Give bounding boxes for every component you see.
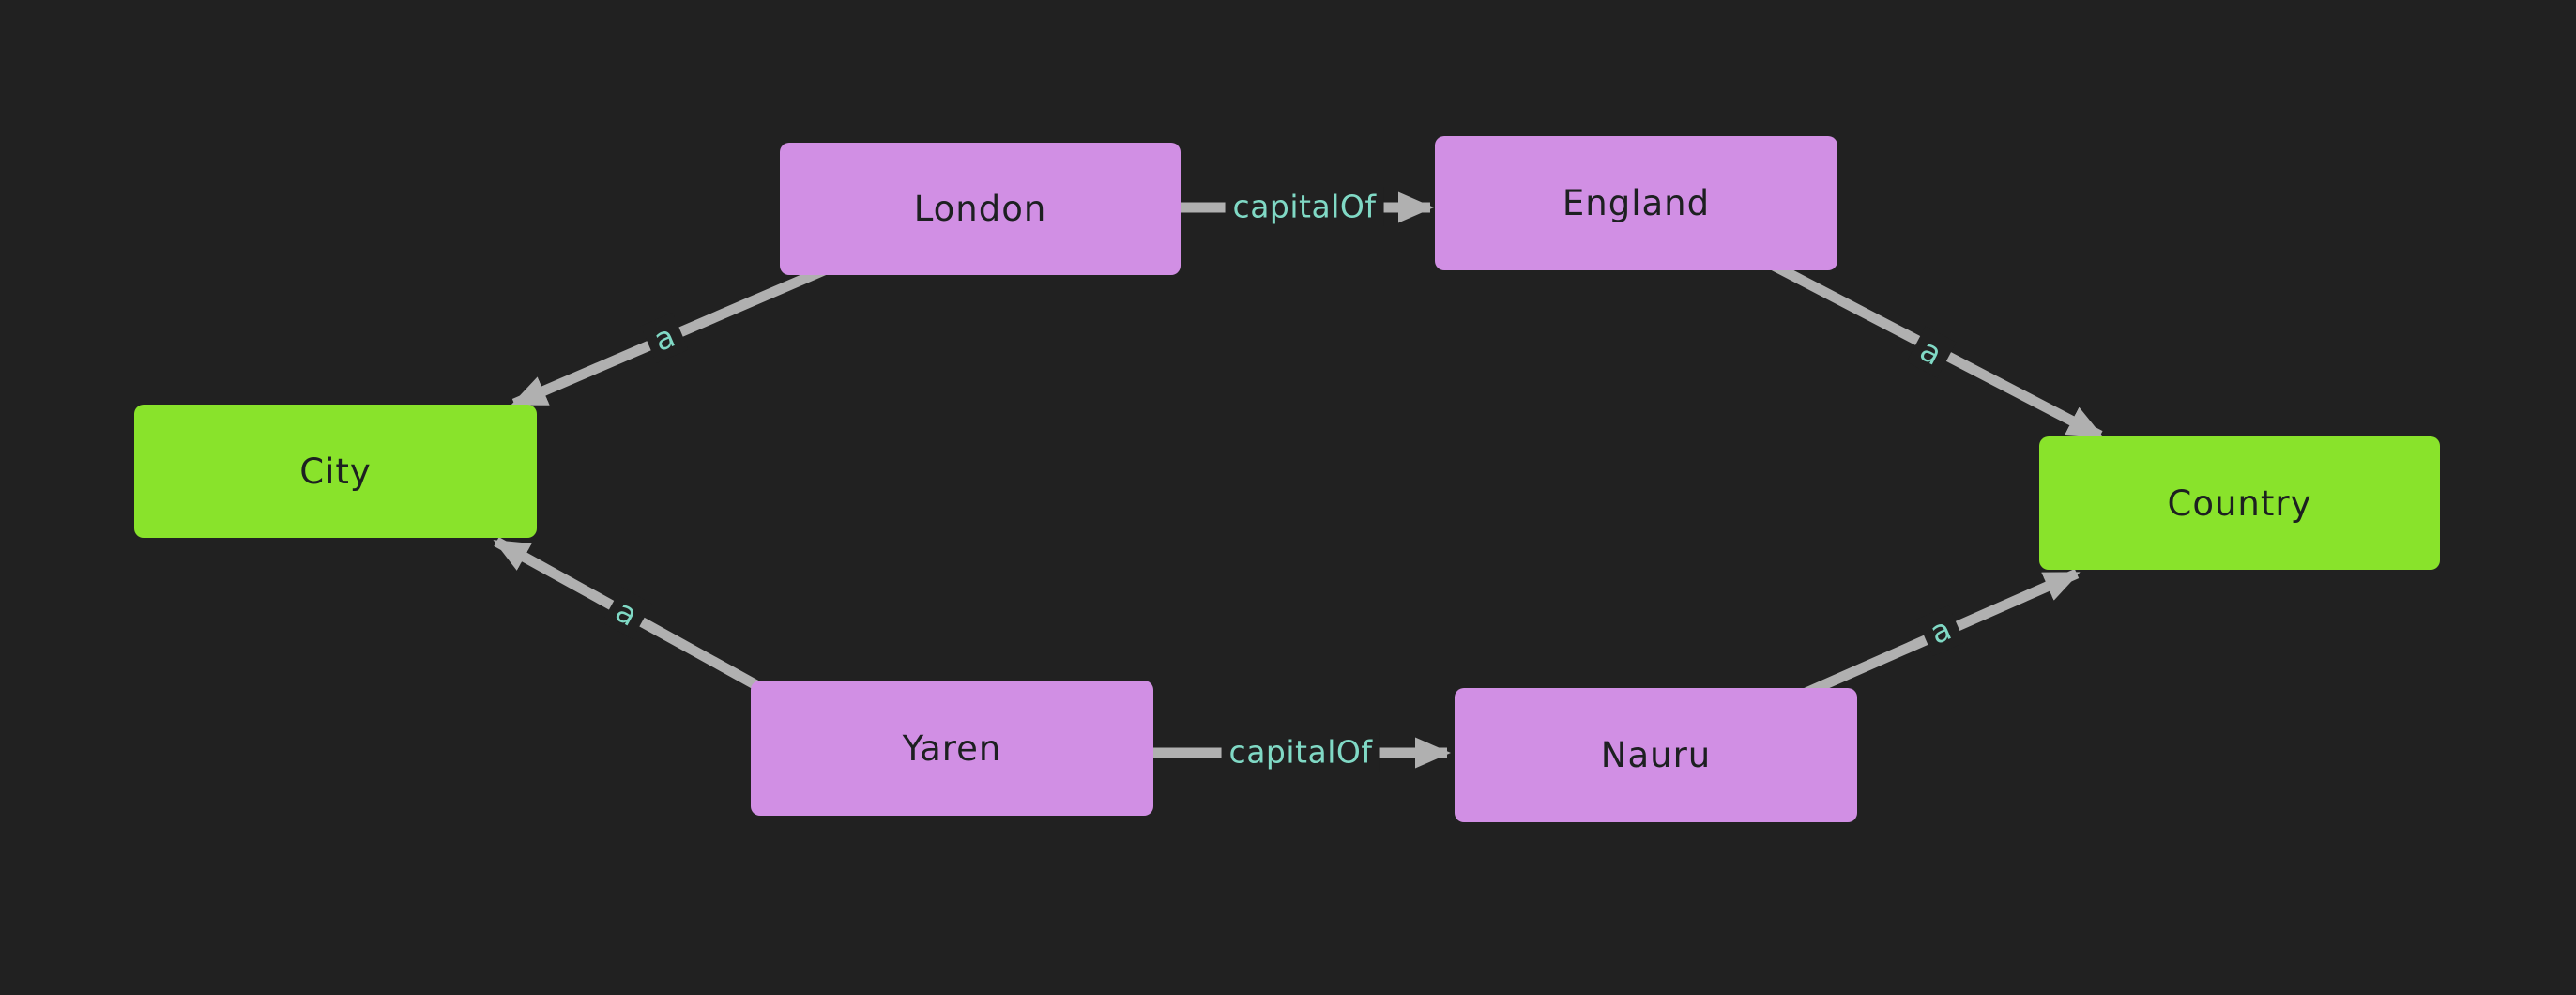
node-nauru-label: Nauru (1600, 735, 1712, 775)
node-city-label: City (299, 451, 372, 492)
node-yaren[interactable]: Yaren (751, 681, 1153, 816)
node-yaren-label: Yaren (902, 727, 1002, 769)
edge-label-london-england[interactable]: capitalOf (1225, 186, 1384, 227)
node-london[interactable]: London (780, 143, 1181, 275)
node-london-label: London (913, 189, 1047, 229)
node-city[interactable]: City (134, 405, 537, 538)
edge-label-yaren-nauru[interactable]: capitalOf (1221, 731, 1380, 773)
node-england[interactable]: England (1435, 136, 1837, 270)
node-country-label: Country (2167, 482, 2312, 524)
node-england-label: England (1562, 183, 1711, 223)
node-country[interactable]: Country (2039, 436, 2440, 570)
node-nauru[interactable]: Nauru (1455, 688, 1857, 822)
